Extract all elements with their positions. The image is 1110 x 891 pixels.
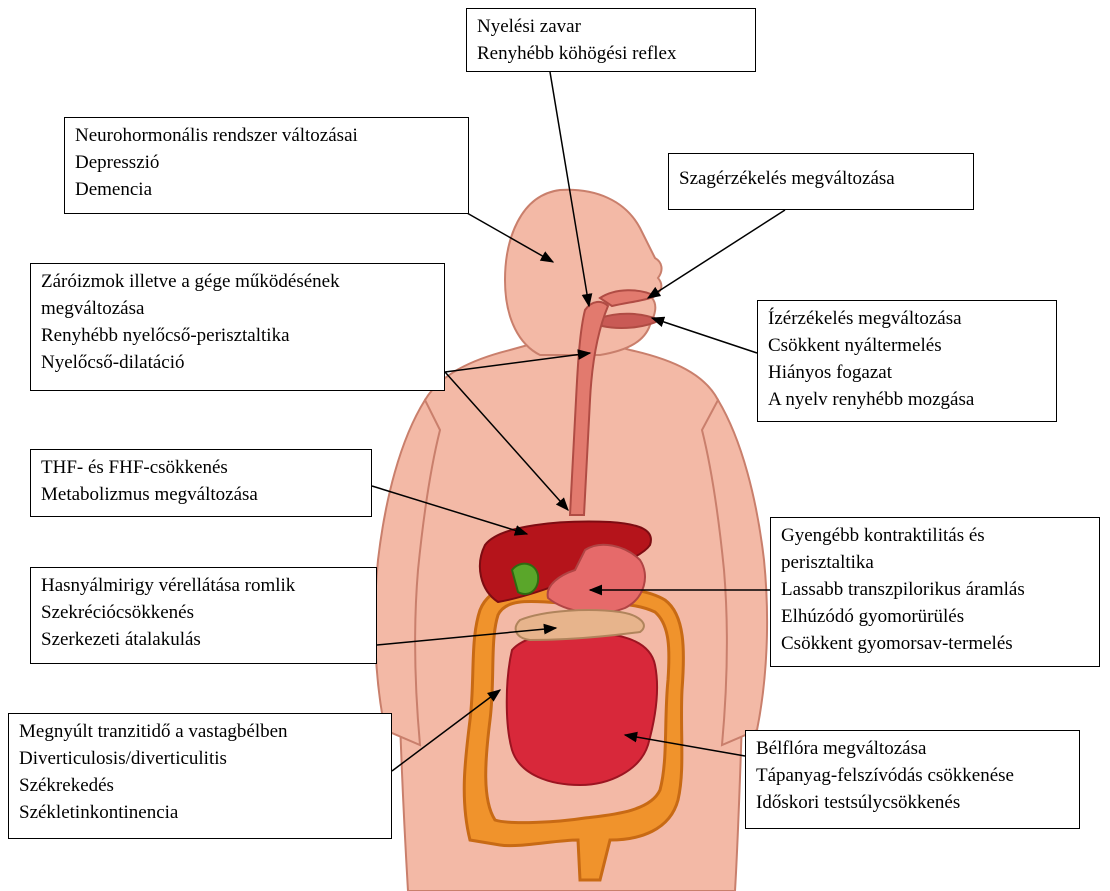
label-sphincter: Záróizmok illetve a gége működésének meg… bbox=[30, 263, 445, 391]
label-flora-line-2: Tápanyag-felszívódás csökkenése bbox=[756, 762, 1069, 789]
label-colon-line-4: Székletinkontinencia bbox=[19, 799, 381, 826]
label-stomach: Gyengébb kontraktilitás és perisztaltika… bbox=[770, 517, 1100, 667]
label-pancreas-line-3: Szerkezeti átalakulás bbox=[41, 626, 366, 653]
label-stomach-line-4: Elhúzódó gyomorürülés bbox=[781, 603, 1089, 630]
label-smell-line-1: Szagérzékelés megváltozása bbox=[679, 165, 963, 192]
label-taste-line-1: Ízérzékelés megváltozása bbox=[768, 305, 1046, 332]
label-stomach-line-2: perisztaltika bbox=[781, 549, 1089, 576]
label-colon-line-1: Megnyúlt tranzitidő a vastagbélben bbox=[19, 718, 381, 745]
small-intestine bbox=[507, 632, 657, 785]
label-pancreas-line-1: Hasnyálmirigy vérellátása romlik bbox=[41, 572, 366, 599]
label-taste-line-3: Hiányos fogazat bbox=[768, 359, 1046, 386]
label-swallowing-line-1: Nyelési zavar bbox=[477, 13, 745, 40]
label-flora-line-1: Bélflóra megváltozása bbox=[756, 735, 1069, 762]
label-taste: Ízérzékelés megváltozása Csökkent nyálte… bbox=[757, 300, 1057, 422]
arrow-smell bbox=[648, 210, 785, 298]
label-sphincter-line-2: megváltozása bbox=[41, 295, 434, 322]
label-liver-line-1: THF- és FHF-csökkenés bbox=[41, 454, 361, 481]
label-taste-line-4: A nyelv renyhébb mozgása bbox=[768, 386, 1046, 413]
label-neurohormonal: Neurohormonális rendszer változásai Depr… bbox=[64, 117, 469, 214]
label-colon: Megnyúlt tranzitidő a vastagbélben Diver… bbox=[8, 713, 392, 839]
label-neuro-line-2: Depresszió bbox=[75, 149, 458, 176]
label-liver-line-2: Metabolizmus megváltozása bbox=[41, 481, 361, 508]
label-sphincter-line-3: Renyhébb nyelőcső-perisztaltika bbox=[41, 322, 434, 349]
label-flora-line-3: Időskori testsúlycsökkenés bbox=[756, 789, 1069, 816]
label-stomach-line-3: Lassabb transzpilorikus áramlás bbox=[781, 576, 1089, 603]
label-neuro-line-3: Demencia bbox=[75, 176, 458, 203]
label-sphincter-line-1: Záróizmok illetve a gége működésének bbox=[41, 268, 434, 295]
label-pancreas: Hasnyálmirigy vérellátása romlik Szekréc… bbox=[30, 567, 377, 664]
label-smell: Szagérzékelés megváltozása bbox=[668, 153, 974, 210]
label-swallowing: Nyelési zavar Renyhébb köhögési reflex bbox=[466, 8, 756, 72]
label-stomach-line-1: Gyengébb kontraktilitás és bbox=[781, 522, 1089, 549]
label-liver: THF- és FHF-csökkenés Metabolizmus megvá… bbox=[30, 449, 372, 517]
label-sphincter-line-4: Nyelőcső-dilatáció bbox=[41, 349, 434, 376]
label-neuro-line-1: Neurohormonális rendszer változásai bbox=[75, 122, 458, 149]
arrow-taste bbox=[652, 318, 757, 353]
label-swallowing-line-2: Renyhébb köhögési reflex bbox=[477, 40, 745, 67]
label-stomach-line-5: Csökkent gyomorsav-termelés bbox=[781, 630, 1089, 657]
label-taste-line-2: Csökkent nyáltermelés bbox=[768, 332, 1046, 359]
label-colon-line-3: Székrekedés bbox=[19, 772, 381, 799]
label-colon-line-2: Diverticulosis/diverticulitis bbox=[19, 745, 381, 772]
label-pancreas-line-2: Szekréciócsökkenés bbox=[41, 599, 366, 626]
label-flora: Bélflóra megváltozása Tápanyag-felszívód… bbox=[745, 730, 1080, 829]
